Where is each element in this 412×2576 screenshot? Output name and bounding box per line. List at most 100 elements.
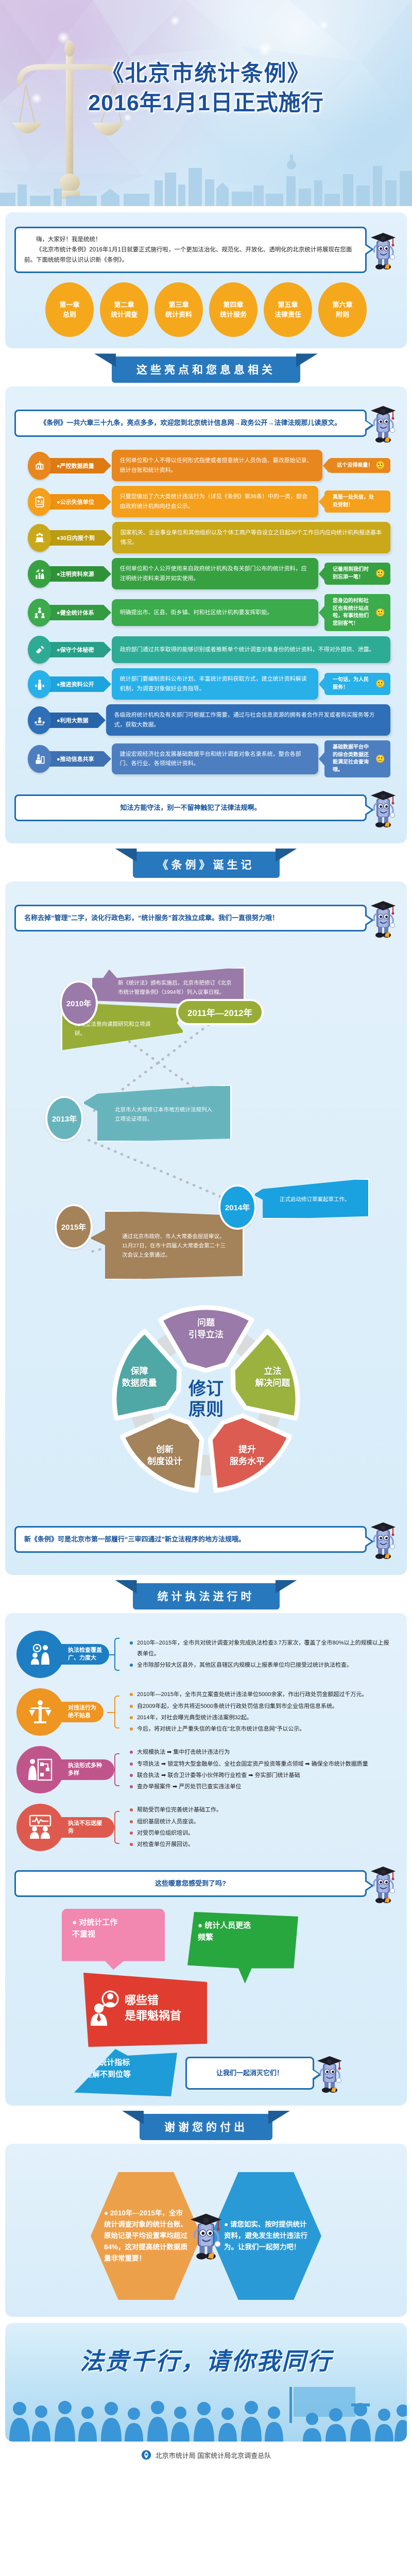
intro-bubble: 嗨，大家好！我是统统！ 《北京市统计条例》2016年1月1日就要正式施行啦，一个更… — [14, 227, 374, 274]
highlights-closing-bubble-row: 知法方能守法，别一不留神触犯了法律法规啊。 — [14, 786, 398, 830]
highlight-label-text: ●利用大数据 — [57, 717, 89, 724]
highlight-note-text: 您身边的村和社区也有统计站点啦，有事找他们您别客气！ — [333, 598, 369, 626]
section-title-highlights-wrap: 这些亮点和您息息相关 — [0, 357, 412, 383]
culprit-tag-line: ● 对统计工作 — [72, 1918, 118, 1927]
cite-source-icon — [28, 560, 52, 588]
mascot-icon — [317, 2056, 342, 2093]
mascot-tongtong — [369, 401, 398, 445]
enforcement-point: 2010年—2015年，全市共立案查处统计违法单位5000余家，作出行政处罚金额… — [130, 1689, 394, 1700]
timeline-year: 2011年—2012年 — [187, 1008, 252, 1018]
highlight-row: ●注明资料来源任何单位和个人公开使用来自政府统计机构及有关部门公布的统计资料，应… — [12, 558, 400, 590]
enforcement-point-text: 2014年，对社会曝光典型统计违法案例32起。 — [137, 1715, 252, 1721]
highlight-label-text: ●推进资料公开 — [57, 681, 94, 688]
chapter-item-1[interactable]: 第一章 总则 — [45, 282, 94, 337]
crowd-silhouette-icon — [9, 2387, 407, 2442]
wheel-petal-label: 创新制度设计 — [147, 1444, 182, 1468]
mascot-icon — [371, 791, 396, 827]
wheel-center-label: 修订 原则 — [188, 1379, 224, 1420]
bullet-icon — [130, 1762, 133, 1766]
wheel-petal — [119, 1413, 204, 1493]
enforcement-card: 执法不忘送服务帮助受罚单位完善统计基础工作。组织基层统计人员座谈。对受罚单位组织… — [12, 1804, 400, 1851]
bullet-icon — [130, 1751, 133, 1754]
culprit-tag-text: ● 对统计指标理解不到位等 — [84, 2057, 167, 2080]
chapter-item-2[interactable]: 第二章 统计调查 — [100, 282, 148, 337]
bullet-icon — [130, 1704, 133, 1708]
enforcement-connector — [107, 1688, 126, 1736]
highlight-note: 真是一处失信，处处受制！😢 — [324, 490, 390, 513]
enforcement-point-list: 2010年--2015年，全市共对统计调查对象完成执法检查3.7万家次，覆盖了全… — [126, 1637, 400, 1671]
thanks-panel: ● 2010年—2015年，全市统计调查对象的统计台账、原始记录平均设置率均超过… — [5, 2144, 407, 2317]
enforcement-card: 执法形式多种多样大规模执法 ➡ 集中打击统计违法行为专项执法 ➡ 锁定特大型金融… — [12, 1746, 400, 1793]
enforcement-point: 专项执法 ➡ 锁定特大型金融单位、全社会固定资产投资等重点领域 ➡ 确保全市统计… — [130, 1759, 394, 1769]
wheel-petal-line1: 问题 — [197, 1318, 215, 1328]
highlight-note-text: 真是一处失信，处处受制！ — [333, 495, 374, 508]
public-notice-icon — [28, 487, 52, 516]
chapter-item-4[interactable]: 第四章 统计服务 — [209, 282, 258, 337]
thanks-hex-text: ● 请您如实、按时提供统计资料，避免发生统计违法行为。让我们一起努力吧！ — [224, 2221, 307, 2251]
chapter-item-6[interactable]: 第六章 附则 — [318, 282, 367, 337]
bullet-icon — [130, 1808, 133, 1812]
wheel-petal-line1: 立法 — [264, 1366, 282, 1377]
intro-bubble-line: 嗨，大家好！我是统统！ — [36, 236, 101, 243]
intro-bubble-line: 《北京市统计条例》2016年1月1日就要正式施行啦，一个更加法治化、规范化、开放… — [24, 247, 352, 264]
chapter-name: 法律责任 — [274, 311, 301, 319]
culprit-tag-3: ● 对统计指标理解不到位等 — [74, 2049, 177, 2096]
timeline-node-2015: 2015年 — [55, 1204, 93, 1249]
enforcement-badge: 执法检查覆盖 广、力度大 — [16, 1631, 114, 1678]
wheel-petal — [158, 1305, 254, 1373]
chapter-name: 统计资料 — [165, 311, 192, 319]
birth-closing-bubble-row: 新《条例》可是北京市第一部履行“三审四通过”新立法程序的地方法规哦。 — [14, 1517, 398, 1562]
wheel-svg — [112, 1305, 300, 1493]
chapter-item-5[interactable]: 第五章 法律责任 — [264, 282, 312, 337]
highlight-body: 任何单位和个人公开使用来自政府统计机构及有关部门公布的统计资料，应注明统计资料来… — [111, 558, 318, 590]
enforcement-closing-bubble-row: 这些暖意您感受到了吗? — [14, 1861, 398, 1906]
culprit-center-text: 哪些错 是罪魁祸首 — [125, 1993, 181, 2023]
enforcement-point-text: 自2009年起，全市共将近5000条统计行政处罚信息归集到市企业信用信息系统。 — [137, 1703, 338, 1709]
service-icon — [16, 1804, 64, 1851]
culprit-tag-line: ● 统计人员更迭 — [198, 1921, 251, 1930]
thanks-hex-text: ● 2010年—2015年，全市统计调查对象的统计台账、原始记录平均设置率均超过… — [104, 2209, 188, 2262]
chapter-name: 附则 — [335, 311, 349, 319]
highlight-list: ●严控数据质量任何单位和个人不得以任何形式指使或者授意统计人员伪造、篡改原始记录… — [12, 450, 400, 777]
enforcement-point-text: 专项执法 ➡ 锁定特大型金融单位、全社会固定资产投资等重点领域 ➡ 确保全市统计… — [137, 1760, 368, 1767]
mascot-icon — [191, 2213, 221, 2259]
timeline: 2010年 新《统计法》颁布实施后，北京市把修订《北京市统计管理条例》（1994… — [12, 946, 400, 1286]
highlight-label: ●利用大数据 — [46, 712, 106, 728]
mascot-tongtong — [188, 2207, 224, 2265]
sparkle-icon — [31, 93, 42, 104]
enforcement-point-text: 对检查单位开展回访。 — [137, 1841, 194, 1848]
bullet-icon — [130, 1785, 133, 1789]
highlight-label-text: ●严控数据质量 — [57, 463, 94, 469]
chapter-number: 第二章 — [114, 300, 134, 309]
big-data-icon — [28, 706, 52, 734]
wheel-center-line1: 修订 — [188, 1379, 224, 1399]
culprit-tag-text: ● 统计人员更迭频繁 — [198, 1920, 288, 1943]
timeline-year: 2015年 — [61, 1223, 87, 1232]
highlight-label-text: ●公示失信单位 — [57, 499, 94, 505]
bullet-icon — [130, 1832, 133, 1835]
mascot-tongtong — [369, 896, 398, 940]
thanks-hex-right: ● 请您如实、按时提供统计资料，避免发生统计违法行为。让我们一起努力吧！ — [211, 2172, 321, 2300]
inspection-icon — [16, 1631, 64, 1678]
timeline-node-2010: 2010年 — [60, 980, 98, 1026]
highlight-body: 只要您做出了六大类统计违法行为（详见《条例》第36条）中的一类，都会由政府统计机… — [111, 486, 318, 518]
enforcement-point-text: 联合执法 ➡ 联合卫计委等小伙伴跨行业检查 ➡ 夯实部门统计基础 — [137, 1772, 300, 1778]
enforcement-point: 2010年--2015年，全市共对统计调查对象完成执法检查3.7万家次，覆盖了全… — [130, 1638, 394, 1659]
enforcement-badge: 对违法行为 绝不姑息 — [16, 1688, 114, 1736]
wheel-petal-line2: 数据质量 — [122, 1378, 157, 1388]
highlight-label: ●严控数据质量 — [46, 457, 111, 473]
enforcement-point: 自2009年起，全市共将近5000条统计行政处罚信息归集到市企业信用信息系统。 — [130, 1701, 394, 1711]
birth-panel: 名称去掉“管理”二字，淡化行政色彩，“统计服务”首次独立成章。我们一直很努力哦！ — [5, 882, 407, 1575]
timeline-year: 2013年 — [52, 1114, 77, 1124]
section-title-thanks: 谢谢您的付出 — [140, 2114, 272, 2140]
enforcement-connector — [107, 1631, 126, 1678]
city-skyline-icon — [0, 155, 412, 206]
highlight-note: 一句话，为人民服务！🙂 — [324, 673, 390, 696]
highlight-note-text: 一句话，为人民服务！ — [333, 677, 369, 690]
chapter-item-3[interactable]: 第三章 统计资料 — [154, 282, 203, 337]
highlight-note-text: 记着用到我们时别忘添一笔！ — [333, 567, 369, 580]
bullet-icon — [130, 1664, 133, 1667]
highlight-label: ●30日内报个到 — [46, 530, 112, 546]
enforcement-point: 组织基层统计人员座谈。 — [130, 1817, 394, 1827]
culprit-tag-line: 频繁 — [198, 1933, 214, 1942]
